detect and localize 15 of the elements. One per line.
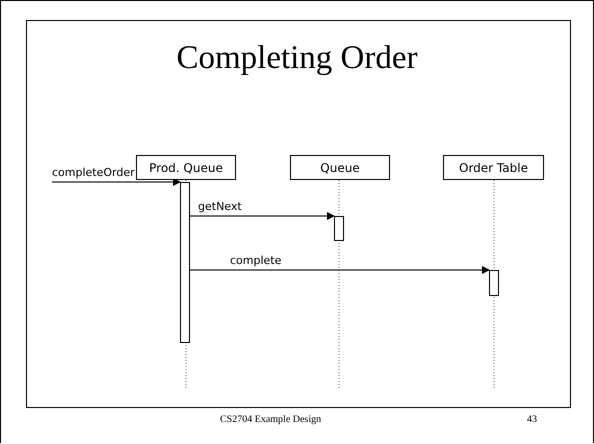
- participant-box: Order Table: [443, 155, 544, 180]
- activation-bar: [180, 182, 190, 343]
- slide-title: Completing Order: [175, 40, 419, 77]
- message-label: complete: [230, 254, 282, 268]
- footer-text: CS2704 Example Design: [220, 414, 322, 425]
- message-label: getNext: [198, 200, 242, 214]
- activation-bar: [334, 216, 344, 241]
- participant-box: Prod. Queue: [136, 155, 236, 180]
- participant-box: Queue: [290, 155, 390, 180]
- page-number: 43: [527, 414, 537, 425]
- message-arrow: [190, 212, 335, 220]
- message-label: completeOrder: [52, 166, 135, 180]
- message-arrow: [190, 266, 490, 274]
- activation-bar: [489, 270, 499, 296]
- message-arrow: [52, 178, 181, 186]
